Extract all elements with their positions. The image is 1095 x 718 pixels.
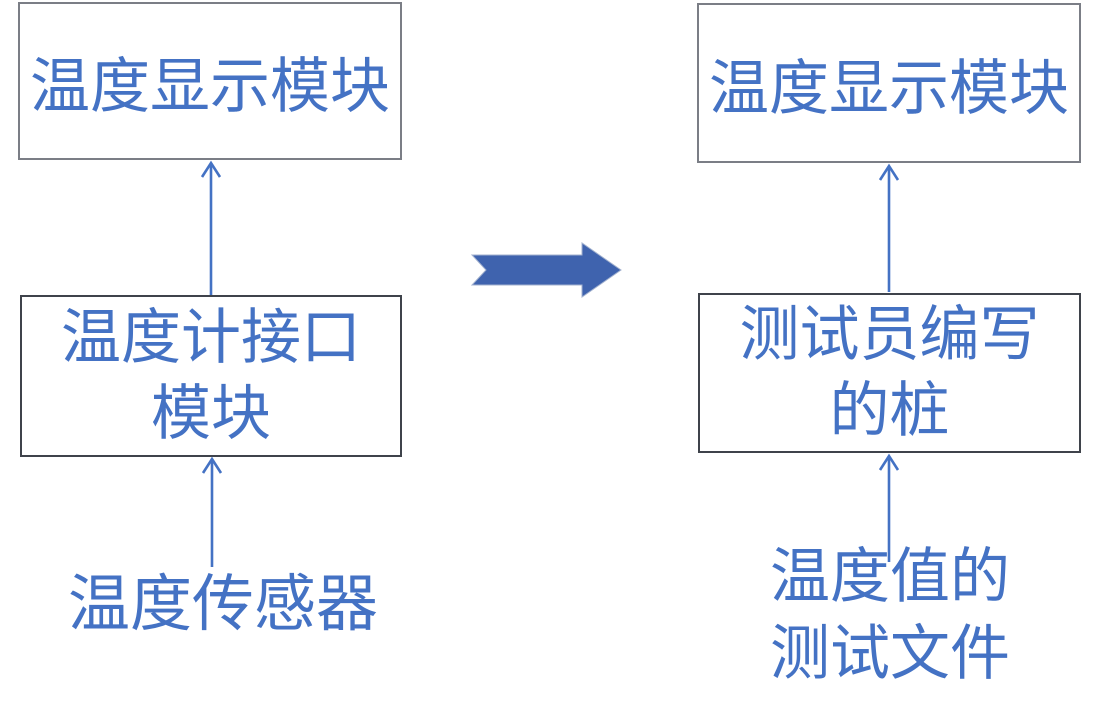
after-display-module-label: 温度显示模块 — [709, 54, 1069, 122]
after-testfile-label: 温度值的 测试文件 — [715, 538, 1065, 692]
before-interface-module-label-line2: 模块 — [151, 380, 271, 447]
after-testfile-label-line1: 温度值的 — [770, 543, 1010, 610]
after-stub-label-line2: 的桩 — [829, 377, 950, 444]
before-sensor-label: 温度传感器 — [67, 570, 378, 639]
after-testfile-label-line2: 测试文件 — [770, 620, 1010, 687]
before-interface-module-label-line1: 温度计接口 — [61, 304, 361, 371]
after-stub-label-line1: 测试员编写 — [739, 301, 1040, 368]
after-display-module-box: 温度显示模块 — [697, 3, 1081, 163]
before-lower-up-arrow-icon — [201, 456, 223, 567]
after-stub-box: 测试员编写 的桩 — [698, 293, 1081, 453]
after-upper-up-arrow-icon — [878, 163, 900, 292]
before-display-module-box: 温度显示模块 — [18, 2, 402, 160]
transform-right-arrow-icon — [470, 242, 622, 298]
before-display-module-label: 温度显示模块 — [30, 52, 390, 120]
before-upper-up-arrow-icon — [200, 160, 222, 295]
after-lower-up-arrow-icon — [878, 453, 900, 562]
before-interface-module-box: 温度计接口 模块 — [20, 295, 402, 457]
